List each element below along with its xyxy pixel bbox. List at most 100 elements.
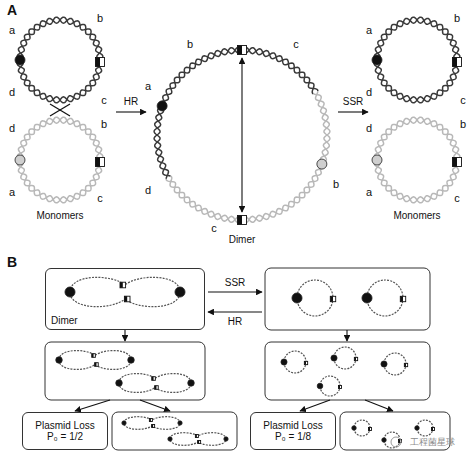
origin-dot [331, 355, 337, 361]
origin-dot [128, 357, 134, 363]
recombination-site-half [120, 282, 123, 288]
recombination-site [369, 428, 372, 431]
recombination-site [152, 425, 155, 428]
recombination-site-half [404, 363, 406, 366]
outcome-box: Plasmid LossP₀ = 1/2 [22, 412, 108, 450]
recombination-site-half [92, 354, 94, 358]
arrow [208, 291, 262, 292]
recombination-site-half [238, 46, 243, 55]
recombination-site [404, 363, 407, 366]
segment-letter: d [145, 185, 151, 196]
box-heading: Plasmid Loss [35, 420, 94, 432]
dna-strand [17, 117, 103, 203]
arrow [365, 400, 393, 411]
recombination-site-half [369, 428, 371, 431]
recombination-site [198, 441, 201, 444]
panel-letter: B [7, 255, 17, 269]
process-label: HR [228, 317, 242, 327]
recombination-site [155, 386, 159, 390]
recombination-site-half [149, 419, 151, 422]
recombination-site [238, 216, 247, 225]
origin-dot [15, 155, 25, 165]
origin-dot [317, 159, 327, 169]
origin-dot [122, 421, 126, 425]
segment-letter: b [333, 179, 339, 190]
origin-dot [15, 55, 25, 65]
recombination-site [96, 158, 105, 167]
recombination-site-half [96, 158, 101, 167]
origin-dot [381, 361, 387, 367]
recombination-site [120, 282, 126, 288]
recombination-site [453, 158, 462, 167]
arrow [346, 330, 347, 341]
box-heading: Dimer [51, 315, 78, 327]
box-value: P₀ = 1/8 [275, 431, 311, 443]
segment-letter: c [101, 95, 107, 106]
recombination-site-half [330, 296, 333, 301]
origin-dot [281, 359, 287, 365]
segment-letter: a [9, 187, 15, 198]
recombination-site-half [432, 428, 434, 431]
origin-dot [362, 293, 372, 303]
segment-letter: d [9, 87, 15, 98]
segment-letter: a [145, 81, 151, 92]
dna-strand [166, 91, 330, 223]
plasmid-dimer [59, 351, 131, 370]
state-box: Dimer [45, 268, 205, 330]
origin-dot [317, 383, 323, 389]
recombination-site-half [198, 441, 200, 444]
recombination-site-half [195, 435, 197, 438]
segment-letter: a [366, 25, 372, 36]
process-label: SSR [343, 97, 364, 107]
dna-strand [154, 47, 318, 179]
segment-letter: a [9, 25, 15, 36]
process-label: HR [124, 97, 138, 107]
box-value: P₀ = 1/2 [47, 431, 83, 443]
recombination-site [96, 58, 105, 67]
recombination-site-half [124, 296, 127, 302]
dna-strand [374, 117, 460, 203]
segment-letter: b [454, 13, 460, 24]
outcome-box: Plasmid LossP₀ = 1/8 [250, 412, 336, 450]
origin-dot [178, 421, 182, 425]
panel-letter: A [7, 3, 17, 17]
recombination-site [152, 377, 156, 381]
recombination-site [92, 354, 96, 358]
origin-dot [415, 426, 419, 430]
recombination-site-half [354, 357, 356, 360]
dna-strand [374, 17, 460, 103]
panel-box [265, 342, 430, 400]
recombination-site [400, 296, 405, 301]
origin-dot [224, 437, 228, 441]
segment-letter: c [454, 193, 460, 204]
segment-letter: b [187, 39, 193, 50]
recombination-site-half [238, 216, 243, 225]
arrow [116, 111, 146, 112]
recombination-site-half [453, 158, 458, 167]
recombination-site-half [400, 296, 403, 301]
state-label: Monomers [393, 211, 440, 221]
origin-dot [188, 380, 194, 386]
origin-dot [56, 357, 62, 363]
crossover-mark [50, 104, 70, 116]
arrow [75, 400, 110, 411]
recombination-site-half [152, 425, 154, 428]
process-label: SSR [225, 278, 246, 288]
recombination-site [330, 296, 335, 301]
recombination-site [453, 58, 462, 67]
panel-box [112, 412, 237, 450]
origin-dot [372, 155, 382, 165]
recombination-site [195, 435, 198, 438]
arrow [241, 58, 242, 212]
arrow [124, 330, 125, 341]
recombination-site-half [399, 440, 401, 443]
arrow [300, 400, 330, 411]
segment-letter: c [293, 39, 299, 50]
recombination-site [95, 363, 99, 367]
arrow [140, 400, 170, 411]
origin-dot [157, 101, 167, 111]
origin-dot [382, 438, 386, 442]
arrow [338, 111, 368, 112]
